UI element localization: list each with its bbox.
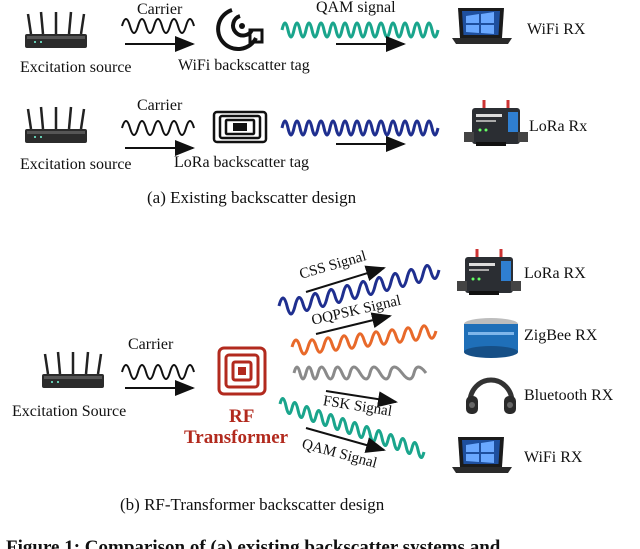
lora-rx-label: LoRa Rx xyxy=(529,118,588,135)
router-icon xyxy=(23,105,89,145)
headphones-icon xyxy=(466,377,516,414)
wifi-rx-label: WiFi RX xyxy=(524,449,583,466)
rf-transformer-label-line2: Transformer xyxy=(184,427,289,448)
zigbee-speaker-icon xyxy=(464,318,518,358)
qam-wave xyxy=(280,21,440,39)
wifi-tag-icon xyxy=(216,8,264,52)
fsk-signal-wave xyxy=(292,365,428,381)
lora-tag-label: LoRa backscatter tag xyxy=(174,154,310,171)
lora-rx-label: LoRa RX xyxy=(524,265,586,282)
qam-signal-label: QAM signal xyxy=(316,0,396,16)
carrier-wave xyxy=(121,120,195,136)
carrier-label: Carrier xyxy=(137,1,183,18)
rf-transformer-label-line1: RF xyxy=(229,406,255,427)
bluetooth-rx-label: Bluetooth RX xyxy=(524,387,614,404)
carrier-label: Carrier xyxy=(137,97,183,114)
laptop-icon xyxy=(452,437,512,473)
carrier-wave xyxy=(121,18,195,34)
rf-transformer-icon xyxy=(217,346,267,396)
caption-a: (a) Existing backscatter design xyxy=(147,188,357,207)
lora-wave xyxy=(280,119,440,137)
laptop-icon xyxy=(452,8,512,44)
figure-caption-text: Figure 1: Comparison of (a) existing bac… xyxy=(6,537,501,549)
carrier-wave xyxy=(121,364,195,380)
qam-signal-wave xyxy=(278,397,426,459)
wifi-rx-label: WiFi RX xyxy=(527,21,586,38)
carrier-label: Carrier xyxy=(128,336,174,353)
caption-b: (b) RF-Transformer backscatter design xyxy=(120,495,385,514)
excitation-source-label: Excitation source xyxy=(20,59,132,76)
oqpsk-signal-wave xyxy=(290,324,438,356)
lora-tag-icon xyxy=(212,110,268,144)
figure-caption: Figure 1: Comparison of (a) existing bac… xyxy=(0,534,640,549)
router-icon xyxy=(23,10,89,50)
router-icon xyxy=(40,350,106,390)
wifi-tag-label: WiFi backscatter tag xyxy=(178,57,310,74)
excitation-source-label: Excitation source xyxy=(20,156,132,173)
excitation-source-label: Excitation Source xyxy=(12,403,127,420)
zigbee-rx-label: ZigBee RX xyxy=(524,327,598,344)
css-signal-wave xyxy=(277,264,441,316)
lora-gateway-icon xyxy=(462,98,530,148)
lora-gateway-icon xyxy=(455,247,523,297)
